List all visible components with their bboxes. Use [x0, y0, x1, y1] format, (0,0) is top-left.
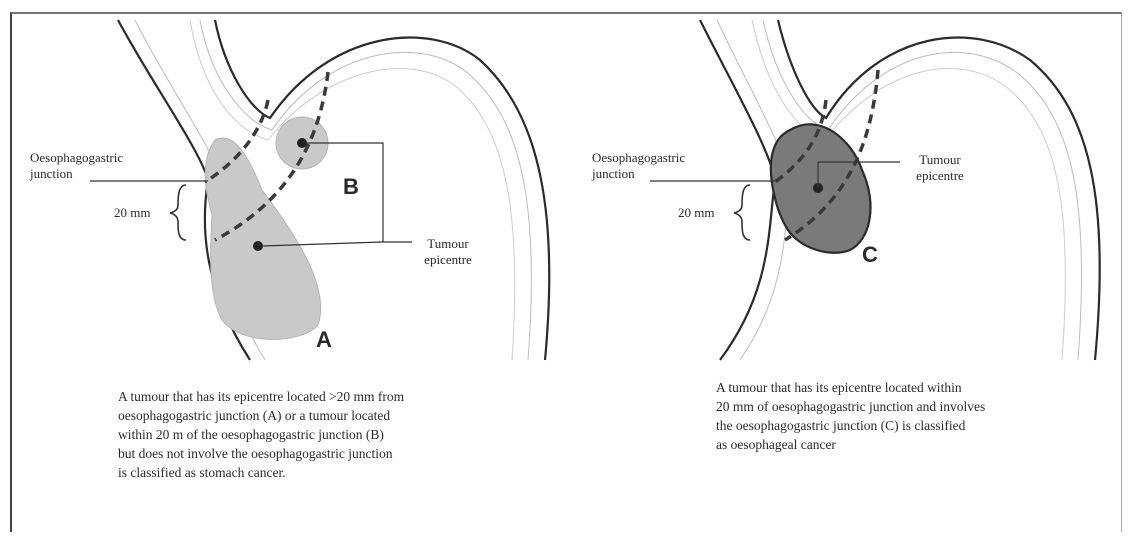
- right-anatomy: [700, 20, 1100, 360]
- left-tumour-label-line1: Tumour: [408, 236, 488, 252]
- left-caption-line: within 20 m of the oesophagogastric junc…: [118, 425, 404, 444]
- right-tumour-label: Tumour epicentre: [900, 152, 980, 184]
- epicentre-dot-b: [297, 138, 307, 148]
- right-tumour-label-line2: epicentre: [900, 168, 980, 184]
- left-junction-label-line2: junction: [30, 166, 123, 182]
- right-caption-line: the oesophagogastric junction (C) is cla…: [716, 416, 985, 435]
- right-junction-label-line2: junction: [592, 166, 685, 182]
- right-caption-line: as oesophageal cancer: [716, 435, 985, 454]
- right-tumour-label-line1: Tumour: [900, 152, 980, 168]
- left-tumour-label: Tumour epicentre: [408, 236, 488, 268]
- right-20mm-bracket: [734, 185, 750, 240]
- left-junction-label-line1: Oesophagogastric: [30, 150, 123, 166]
- left-caption: A tumour that has its epicentre located …: [118, 387, 404, 482]
- right-caption-line: A tumour that has its epicentre located …: [716, 378, 985, 397]
- left-caption-line: is classified as stomach cancer.: [118, 463, 404, 482]
- left-caption-line: but does not involve the oesophagogastri…: [118, 444, 404, 463]
- label-a: A: [316, 327, 332, 353]
- right-junction-label-line1: Oesophagogastric: [592, 150, 685, 166]
- left-junction-label: Oesophagogastric junction: [30, 150, 123, 182]
- label-c: C: [862, 242, 878, 268]
- epicentre-dot-a: [253, 241, 263, 251]
- left-anatomy: [118, 20, 549, 360]
- left-caption-line: oesophagogastric junction (A) or a tumou…: [118, 406, 404, 425]
- label-b: B: [343, 174, 359, 200]
- left-caption-line: A tumour that has its epicentre located …: [118, 387, 404, 406]
- left-tumour-label-line2: epicentre: [408, 252, 488, 268]
- right-caption-line: 20 mm of oesophagogastric junction and i…: [716, 397, 985, 416]
- right-junction-label: Oesophagogastric junction: [592, 150, 685, 182]
- right-caption: A tumour that has its epicentre located …: [716, 378, 985, 454]
- left-20mm-bracket: [170, 185, 186, 240]
- right-outer-wall: [700, 20, 775, 360]
- right-distance-label: 20 mm: [678, 205, 714, 221]
- left-distance-label: 20 mm: [114, 205, 150, 221]
